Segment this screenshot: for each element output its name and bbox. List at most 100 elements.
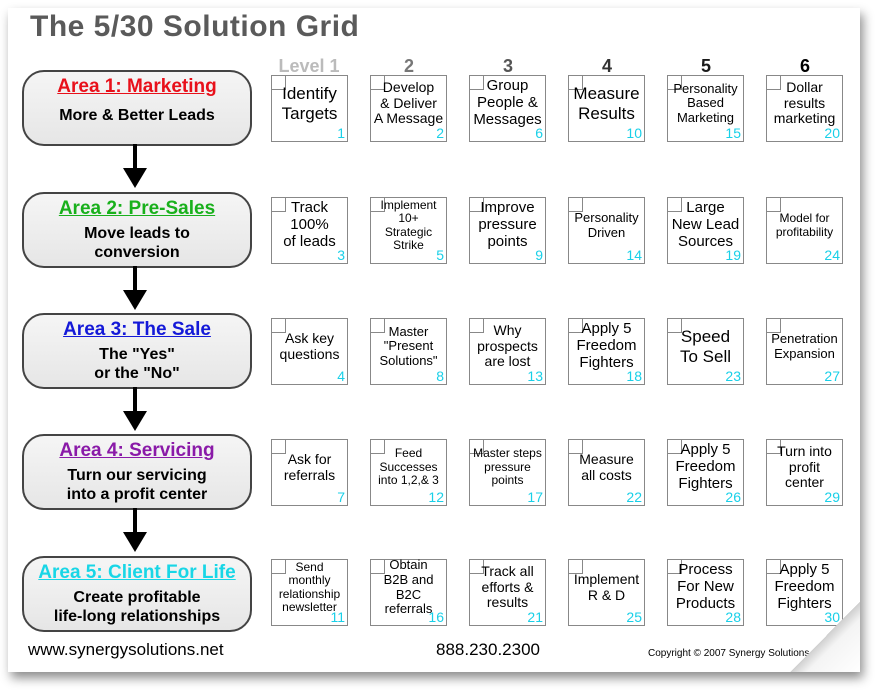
checkbox-square-icon — [569, 198, 583, 212]
grid-cell-text: Master "Present Solutions" — [379, 323, 438, 368]
checkbox-square-icon — [668, 198, 682, 212]
grid-cell-number: 20 — [824, 125, 840, 141]
checkbox-square-icon — [272, 560, 286, 574]
grid-cell-number: 13 — [527, 368, 543, 384]
area-name: Area 3: The Sale — [63, 319, 211, 340]
column-header-6: 6 — [799, 56, 810, 76]
checkbox-square-icon — [767, 198, 781, 212]
grid-cell-number: 29 — [824, 489, 840, 505]
grid-cell-text: Apply 5 Freedom Fighters — [675, 441, 736, 492]
checkbox-square-icon — [767, 319, 781, 333]
area-box-marketing: Area 1: Marketing More & Better Leads — [22, 70, 252, 146]
grid-cell: Penetration Expansion 27 — [766, 318, 843, 385]
column-header-5: 5 — [700, 56, 711, 76]
grid-cell-text: Track all efforts & results — [481, 563, 534, 611]
area-name: Area 5: Client For Life — [38, 562, 236, 583]
grid-cell-number: 5 — [436, 247, 444, 263]
area-box-servicing: Area 4: Servicing Turn our servicing int… — [22, 434, 252, 510]
area-name: Area 1: Marketing — [57, 76, 217, 97]
grid-cell-number: 22 — [626, 489, 642, 505]
area-box-pre-sales: Area 2: Pre-Sales Move leads to conversi… — [22, 192, 252, 268]
area-desc: More & Better Leads — [59, 107, 215, 124]
grid-cell-number: 12 — [428, 489, 444, 505]
phone-text: 888.230.2300 — [436, 640, 540, 659]
grid-cell-number: 28 — [725, 609, 741, 625]
area-name: Area 2: Pre-Sales — [58, 198, 216, 219]
checkbox-square-icon — [272, 319, 286, 333]
grid-cell-number: 11 — [330, 609, 345, 625]
copyright-text: Copyright © 2007 Synergy Solutions — [648, 648, 810, 659]
checkbox-square-icon — [470, 198, 484, 212]
grid-cell-text: Send monthly relationship newsletter — [278, 559, 341, 614]
checkbox-square-icon — [767, 440, 781, 454]
checkbox-square-icon — [470, 440, 484, 454]
area-desc: Create profitable life-long relationship… — [53, 589, 221, 625]
column-header-level-1: Level 1 — [278, 56, 340, 76]
grid-cell-number: 4 — [337, 368, 345, 384]
grid-cell-number: 9 — [535, 247, 543, 263]
grid-cell: Master "Present Solutions"8 — [370, 318, 447, 385]
grid-cell-number: 23 — [725, 368, 741, 384]
grid-cell-text: Speed To Sell — [679, 327, 732, 366]
checkbox-square-icon — [272, 440, 286, 454]
grid-cell-number: 1 — [337, 125, 345, 141]
grid-cell-text: Model for profitability — [775, 211, 834, 239]
grid-cell-text: Why prospects are lost — [477, 322, 538, 370]
grid-cell-text: Penetration Expansion — [771, 330, 838, 361]
grid-cell-text: Feed Successes into 1,2,& 3 — [378, 446, 439, 488]
arrow-down-icon — [123, 508, 147, 552]
grid-cell-number: 15 — [725, 125, 741, 141]
grid-cell-number: 18 — [626, 368, 642, 384]
website-text: www.synergysolutions.net — [28, 640, 224, 659]
checkbox-square-icon — [569, 440, 583, 454]
checkbox-square-icon — [272, 198, 286, 212]
grid-cell-text: Identify Targets — [281, 84, 338, 123]
area-desc: Turn our servicing into a profit center — [66, 467, 208, 503]
grid-cell-text: Measure all costs — [579, 450, 634, 483]
area-box-client-for-life: Area 5: Client For Life Create profitabl… — [22, 556, 252, 632]
area-box-the-sale: Area 3: The Sale The "Yes" or the "No" — [22, 313, 252, 389]
column-header-2: 2 — [403, 56, 414, 76]
grid-cell: Speed To Sell 23 — [667, 318, 744, 385]
grid-cell-text: Large New Lead Sources — [671, 199, 740, 250]
checkbox-square-icon — [371, 560, 385, 574]
checkbox-square-icon — [767, 76, 781, 90]
checkbox-square-icon — [371, 440, 385, 454]
grid-cell-text: Personality Driven — [574, 209, 639, 240]
grid-cell-text: Apply 5 Freedom Fighters — [576, 320, 637, 371]
arrow-down-icon — [123, 144, 147, 188]
checkbox-square-icon — [668, 440, 682, 454]
checkbox-square-icon — [470, 319, 484, 333]
grid-cell-text: Ask for referrals — [283, 450, 336, 483]
grid-cell-text: Track 100% of leads — [283, 199, 336, 250]
arrow-down-icon — [123, 266, 147, 310]
checkbox-square-icon — [569, 76, 583, 90]
checkbox-square-icon — [371, 198, 385, 212]
checkbox-square-icon — [371, 76, 385, 90]
grid-cell-number: 19 — [725, 247, 741, 263]
checkbox-square-icon — [668, 76, 682, 90]
checkbox-square-icon — [668, 560, 682, 574]
grid-cell-text: Improve pressure points — [478, 199, 537, 250]
grid-cell: Identify Targets 1 — [271, 75, 348, 142]
grid-cell-number: 3 — [337, 247, 345, 263]
grid-cell-text: Group People & Messages — [473, 77, 542, 128]
grid-cell-number: 27 — [824, 368, 840, 384]
